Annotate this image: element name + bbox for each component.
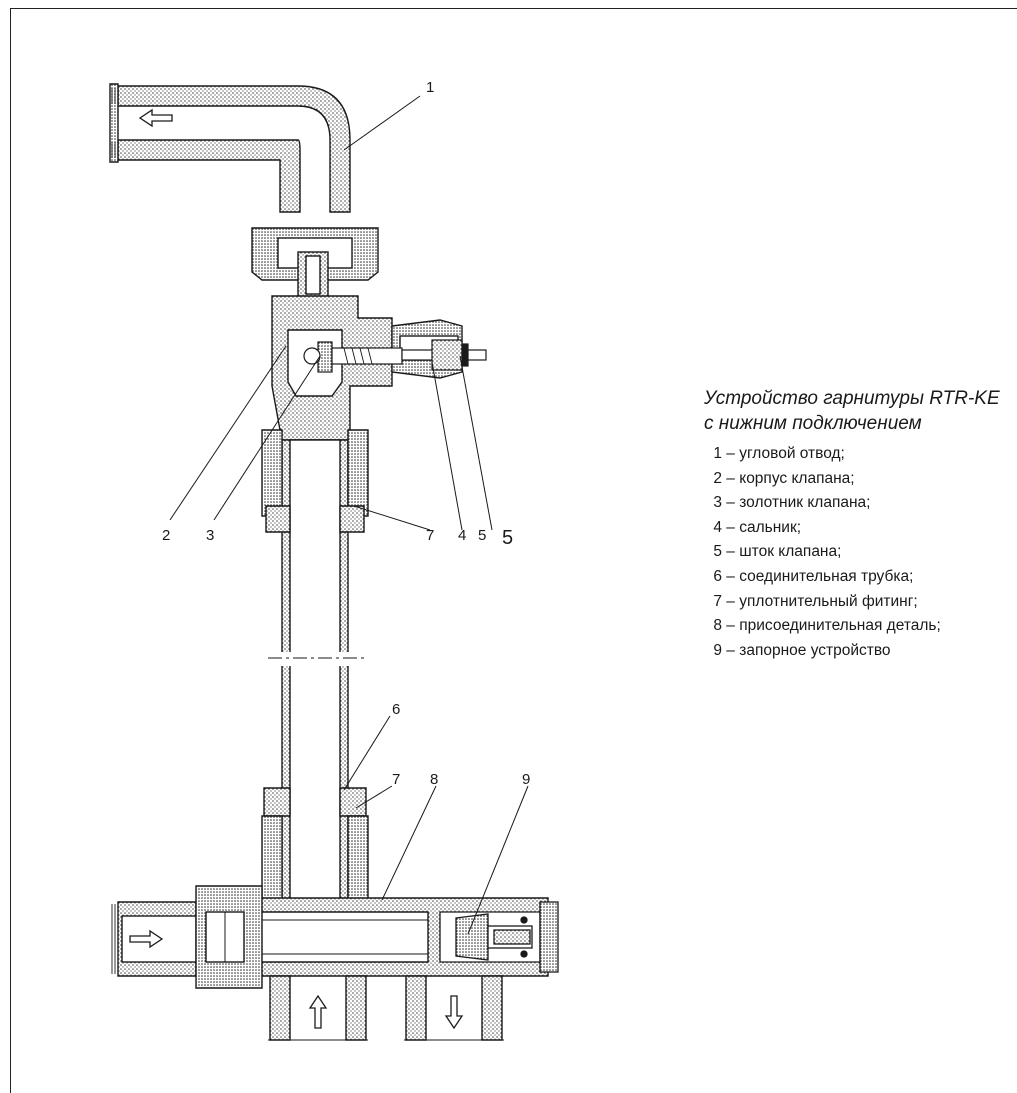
legend-item-1: 1 – угловой отвод; [704, 442, 1014, 467]
legend-title: Устройство гарнитуры RTR-KE с нижним под… [704, 386, 1014, 436]
connecting-tube [268, 439, 364, 905]
callout-1: 1 [426, 79, 434, 96]
callout-4: 4 [458, 527, 466, 544]
callout-5-small: 5 [478, 527, 486, 544]
upper-compression-fitting [261, 429, 369, 533]
lower-ports [268, 975, 504, 1041]
legend-item-6: 6 – соединительная трубка; [704, 565, 1014, 590]
legend-item-text: корпус клапана; [739, 469, 855, 487]
legend-item-5: 5 – шток клапана; [704, 540, 1014, 565]
up-flow-arrow [308, 994, 328, 1029]
upper-coupling-nut [251, 227, 379, 299]
frame-left-rule [10, 8, 11, 1093]
legend-title-line1: Устройство гарнитуры RTR-KE [704, 388, 1000, 409]
legend-title-line2: с нижним подключением [704, 413, 922, 434]
callout-2: 2 [162, 527, 170, 544]
callout-6: 6 [392, 701, 400, 718]
lower-compression-fitting [261, 787, 369, 901]
legend-item-number: 5 [713, 543, 722, 561]
legend-item-9: 9 – запорное устройство [704, 639, 1014, 664]
legend-item-number: 8 [713, 617, 722, 635]
frame-top-rule [10, 8, 1017, 9]
left-flow-arrow [138, 108, 173, 128]
callout-5-large: 5 [502, 527, 513, 549]
valve-spool [303, 341, 403, 373]
legend-item-text: сальник; [739, 518, 802, 536]
legend-item-number: 2 [713, 469, 722, 487]
callout-9: 9 [522, 771, 530, 788]
shutoff-device [439, 901, 559, 973]
legend-item-text: уплотнительный фитинг; [739, 592, 918, 610]
legend-item-number: 9 [713, 641, 722, 659]
legend-item-number: 6 [713, 567, 722, 585]
inlet-threaded-end [111, 885, 263, 989]
legend-item-2: 2 – корпус клапана; [704, 467, 1014, 492]
legend-item-text: запорное устройство [739, 641, 891, 659]
legend-item-text: шток клапана; [739, 543, 842, 561]
legend-item-text: угловой отвод; [739, 445, 845, 462]
callout-8: 8 [430, 771, 438, 788]
legend-item-8: 8 – присоединительная деталь; [704, 614, 1014, 639]
legend: Устройство гарнитуры RTR-KE с нижним под… [704, 386, 1014, 663]
legend-item-number: 1 [713, 445, 722, 462]
legend-item-7: 7 – уплотнительный фитинг; [704, 590, 1014, 615]
callout-3: 3 [206, 527, 214, 544]
down-flow-arrow [444, 995, 464, 1030]
legend-item-number: 3 [713, 494, 722, 512]
legend-item-4: 4 – сальник; [704, 516, 1014, 541]
legend-item-text: золотник клапана; [739, 494, 871, 512]
callout-7-lower: 7 [392, 771, 400, 788]
legend-item-text: присоединительная деталь; [739, 617, 941, 635]
legend-item-number: 7 [713, 592, 722, 610]
legend-item-text: соединительная трубка; [739, 567, 914, 585]
leader-lines [169, 95, 529, 935]
legend-item-3: 3 – золотник клапана; [704, 491, 1014, 516]
callout-7-upper: 7 [426, 527, 434, 544]
legend-list: 1 – угловой отвод; 2 – корпус клапана; 3… [704, 442, 1014, 663]
right-flow-arrow [129, 929, 164, 949]
angle-elbow [109, 83, 351, 213]
valve-stem [401, 339, 487, 371]
legend-item-number: 4 [713, 518, 722, 536]
